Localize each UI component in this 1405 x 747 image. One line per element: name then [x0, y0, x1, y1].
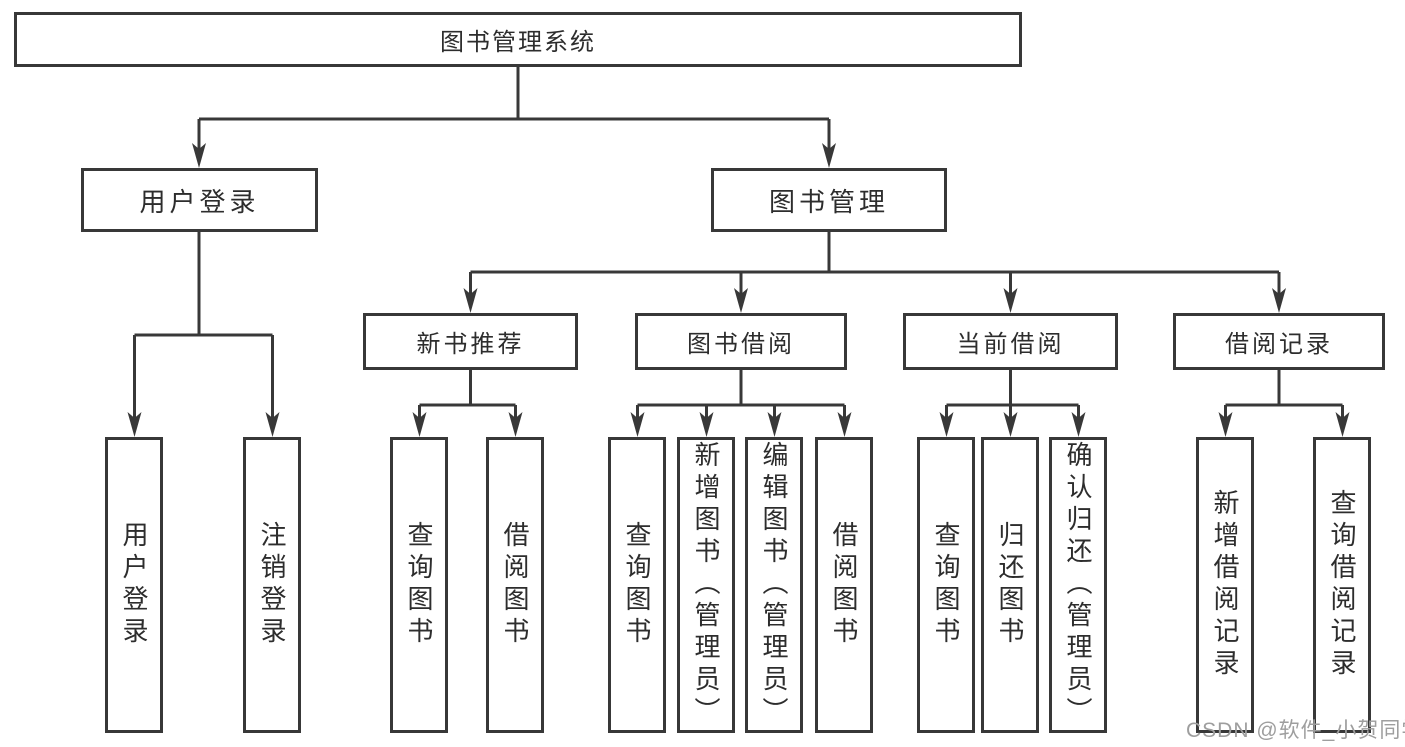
- leaf-current-confirm-return-admin: 确认归还（管理员）: [1049, 437, 1107, 733]
- leaf-current-confirm-return-admin-label: 确认归还（管理员）: [1063, 441, 1093, 729]
- leaf-records-add-record: 新增借阅记录: [1196, 437, 1254, 733]
- leaf-records-query-record-label: 查询借阅记录: [1327, 489, 1357, 681]
- leaf-borrowing-query-books: 查询图书: [608, 437, 666, 733]
- node-book-management-label: 图书管理: [768, 186, 889, 217]
- node-root-label: 图书管理系统: [440, 29, 596, 56]
- node-current-borrowing-label: 当前借阅: [956, 331, 1065, 358]
- leaf-records-add-record-label: 新增借阅记录: [1210, 489, 1240, 681]
- node-user-login: 用户登录: [81, 168, 318, 232]
- node-new-book-recommend: 新书推荐: [363, 313, 578, 370]
- node-user-login-label: 用户登录: [139, 186, 260, 217]
- node-book-borrowing-label: 图书借阅: [687, 331, 795, 358]
- leaf-logout: 注销登录: [243, 437, 301, 733]
- leaf-borrowing-edit-books-admin: 编辑图书（管理员）: [745, 437, 803, 733]
- leaf-borrowing-borrow-books: 借阅图书: [815, 437, 873, 733]
- leaf-borrowing-add-books-admin: 新增图书（管理员）: [677, 437, 735, 733]
- node-book-management: 图书管理: [711, 168, 947, 232]
- node-borrowing-records: 借阅记录: [1173, 313, 1385, 370]
- leaf-recommend-query-books: 查询图书: [390, 437, 448, 733]
- node-borrowing-records-label: 借阅记录: [1225, 331, 1333, 358]
- leaf-current-query-books-label: 查询图书: [931, 521, 961, 649]
- leaf-recommend-borrow-books-label: 借阅图书: [500, 521, 530, 649]
- leaf-logout-label: 注销登录: [257, 521, 287, 649]
- node-root: 图书管理系统: [14, 12, 1022, 67]
- node-new-book-recommend-label: 新书推荐: [416, 331, 525, 358]
- watermark-text: CSDN @软件_小贺同学: [1186, 719, 1405, 742]
- node-book-borrowing: 图书借阅: [635, 313, 847, 370]
- leaf-borrowing-borrow-books-label: 借阅图书: [829, 521, 859, 649]
- leaf-borrowing-add-books-admin-label: 新增图书（管理员）: [691, 441, 721, 729]
- leaf-records-query-record: 查询借阅记录: [1313, 437, 1371, 733]
- leaf-current-return-books: 归还图书: [981, 437, 1039, 733]
- leaf-current-return-books-label: 归还图书: [995, 521, 1025, 649]
- leaf-borrowing-query-books-label: 查询图书: [622, 521, 652, 649]
- leaf-borrowing-edit-books-admin-label: 编辑图书（管理员）: [759, 441, 789, 729]
- leaf-user-login-label: 用户登录: [119, 521, 149, 649]
- leaf-current-query-books: 查询图书: [917, 437, 975, 733]
- leaf-user-login: 用户登录: [105, 437, 163, 733]
- leaf-recommend-borrow-books: 借阅图书: [486, 437, 544, 733]
- leaf-recommend-query-books-label: 查询图书: [404, 521, 434, 649]
- node-current-borrowing: 当前借阅: [903, 313, 1118, 370]
